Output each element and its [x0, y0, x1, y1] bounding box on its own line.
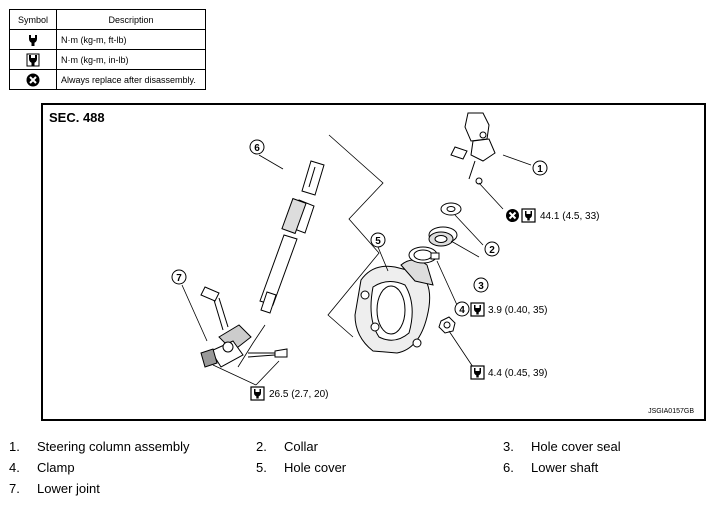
svg-text:7: 7 — [176, 273, 182, 284]
symbol-description: N·m (kg-m, ft-lb) — [56, 29, 206, 50]
torque-wrench-small-icon — [470, 302, 485, 317]
svg-text:1: 1 — [537, 164, 543, 175]
svg-text:4: 4 — [459, 305, 465, 316]
legend-label: Hole cover seal — [531, 439, 621, 454]
callout-5: 5 — [370, 232, 386, 248]
svg-text:3: 3 — [478, 281, 484, 292]
svg-text:6: 6 — [254, 143, 260, 154]
svg-text:3.9 (0.40, 35): 3.9 (0.40, 35) — [488, 305, 547, 316]
lower-joint-drawing — [200, 286, 288, 368]
lower-shaft-drawing — [259, 160, 325, 314]
torque-wrench-small-icon — [26, 53, 40, 66]
legend-number: 5. — [256, 460, 267, 475]
legend-number: 3. — [503, 439, 514, 454]
description-column-header: Description — [56, 9, 206, 30]
legend-label: Lower joint — [37, 481, 100, 496]
legend-item: 2. Collar — [256, 439, 318, 454]
legend-number: 6. — [503, 460, 514, 475]
legend-item: 7. Lower joint — [9, 481, 100, 496]
torque-spec-26-5: 26.5 (2.7, 20) — [250, 386, 328, 401]
hole-cover-drawing — [354, 259, 434, 354]
exploded-view-figure: SEC. 488 — [41, 103, 706, 421]
symbol-row: Always replace after disassembly. — [9, 69, 206, 90]
legend-item: 6. Lower shaft — [503, 460, 598, 475]
clamp-drawing — [408, 246, 440, 264]
section-label: SEC. 488 — [49, 110, 105, 125]
torque-wrench-small-icon — [470, 365, 485, 380]
callout-4: 4 — [454, 301, 470, 317]
torque-spec-44: 44.1 (4.5, 33) — [505, 208, 599, 223]
svg-text:26.5 (2.7, 20): 26.5 (2.7, 20) — [269, 389, 328, 400]
callout-1: 1 — [532, 160, 548, 176]
leader-lines — [181, 154, 532, 386]
callout-3: 3 — [473, 277, 489, 293]
svg-text:2: 2 — [489, 245, 495, 256]
symbol-row: N·m (kg-m, in-lb) — [9, 49, 206, 70]
symbol-row: N·m (kg-m, ft-lb) — [9, 29, 206, 50]
hole-cover-seal-drawing — [428, 226, 458, 247]
legend-item: 1. Steering column assembly — [9, 439, 189, 454]
legend-item: 4. Clamp — [9, 460, 75, 475]
symbol-table-header: Symbol Description — [9, 9, 206, 30]
exploded-view-drawing: 1 2 3 4 5 6 7 44.1 (4.5, 3 — [171, 112, 599, 401]
torque-wrench-icon — [29, 34, 37, 46]
collar-drawing — [440, 202, 462, 216]
legend-number: 2. — [256, 439, 267, 454]
nut-drawing — [438, 316, 456, 334]
legend-label: Steering column assembly — [37, 439, 190, 454]
symbol-column-header: Symbol — [9, 9, 57, 30]
torque-wrench-icon — [521, 208, 536, 223]
torque-spec-4-4: 4.4 (0.45, 39) — [470, 365, 547, 380]
symbol-description: N·m (kg-m, in-lb) — [56, 49, 206, 70]
legend-item: 5. Hole cover — [256, 460, 346, 475]
svg-text:44.1 (4.5, 33): 44.1 (4.5, 33) — [540, 211, 599, 222]
callout-2: 2 — [484, 241, 500, 257]
replace-part-icon — [505, 208, 520, 223]
legend-item: 3. Hole cover seal — [503, 439, 621, 454]
callout-6: 6 — [249, 139, 265, 155]
legend-label: Collar — [284, 439, 318, 454]
steering-column-assembly-drawing — [450, 112, 496, 185]
legend-number: 4. — [9, 460, 20, 475]
symbol-table: Symbol Description N·m (kg-m, ft-lb) N·m… — [9, 9, 206, 90]
legend-number: 7. — [9, 481, 20, 496]
legend-label: Lower shaft — [531, 460, 599, 475]
section-divider-lines — [237, 134, 384, 368]
torque-wrench-icon — [250, 386, 265, 401]
legend-number: 1. — [9, 439, 20, 454]
torque-spec-3-9: 3.9 (0.40, 35) — [470, 302, 547, 317]
svg-text:5: 5 — [375, 236, 381, 247]
figure-code: JSGIA0157GB — [648, 408, 694, 415]
svg-text:4.4 (0.45, 39): 4.4 (0.45, 39) — [488, 368, 547, 379]
legend-label: Hole cover — [284, 460, 347, 475]
callout-7: 7 — [171, 269, 187, 285]
symbol-description: Always replace after disassembly. — [56, 69, 206, 90]
replace-part-icon — [26, 73, 40, 86]
legend-label: Clamp — [37, 460, 75, 475]
